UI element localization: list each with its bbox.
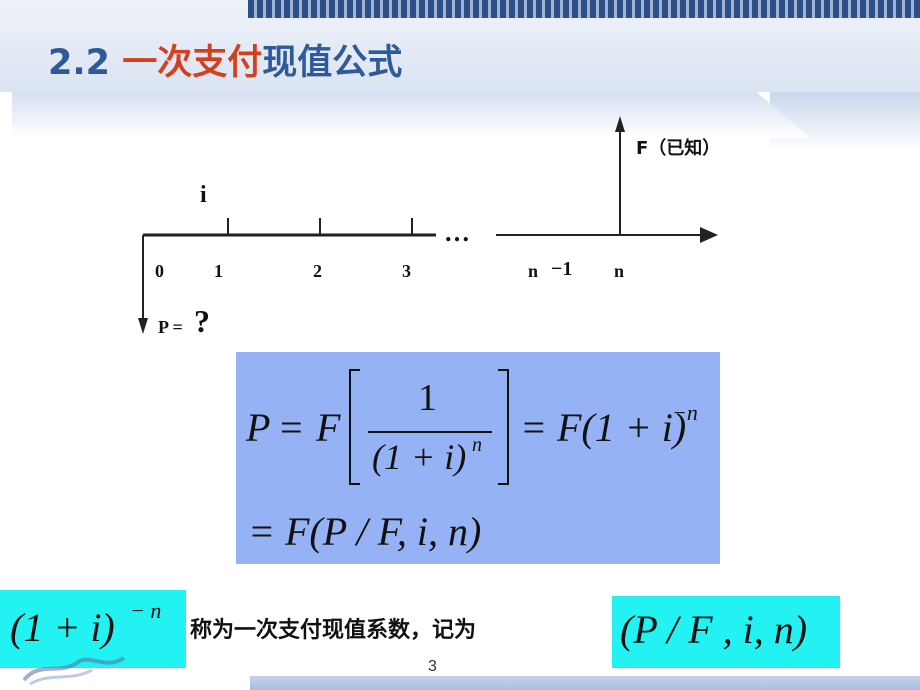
slide-title: 2.2 一次支付现值公式 xyxy=(48,34,402,85)
footer-stripe xyxy=(250,676,920,690)
formula-numerator: 1 xyxy=(418,377,437,419)
formula-denominator: (1 + i) xyxy=(372,437,467,477)
formula-line2: = F(P / F, i, n) xyxy=(248,509,482,554)
factor-exponent: − n xyxy=(130,598,162,623)
tick-label-n-minus: n xyxy=(528,261,539,281)
rate-label: i xyxy=(200,182,207,208)
watermark-logo xyxy=(22,656,126,686)
formula-P: P xyxy=(246,405,271,450)
factor-notation-box: (P / F , i, n) xyxy=(612,596,840,668)
formula-box: P = F 1 (1 + i) n = F(1 + i) −n = F(P / … xyxy=(236,352,720,564)
factor-notation: (P / F , i, n) xyxy=(620,607,808,652)
title-red-part: 一次支付 xyxy=(122,43,263,83)
header-wedge xyxy=(12,92,812,138)
tick-label-n: n xyxy=(614,261,625,281)
formula-exp-n: n xyxy=(472,434,482,456)
tick-label-0: 0 xyxy=(155,261,164,281)
header-stripe xyxy=(248,0,920,18)
formula-exp-neg-n: −n xyxy=(672,400,698,425)
tick-label-minus-one: −1 xyxy=(551,258,573,280)
present-unknown-mark: ? xyxy=(194,303,210,339)
page-number: 3 xyxy=(428,658,437,675)
future-arrowhead xyxy=(615,116,625,132)
formula-brackets xyxy=(349,369,509,485)
formula-rhs: = F(1 + i) xyxy=(520,405,687,450)
tick-label-3: 3 xyxy=(402,261,411,281)
present-arrowhead xyxy=(138,318,148,334)
formula-eq: = xyxy=(280,405,303,450)
header-shade xyxy=(770,92,920,152)
title-number: 2.2 xyxy=(48,43,123,83)
factor-description: 称为一次支付现值系数，记为 xyxy=(190,618,477,643)
factor-expression: (1 + i) xyxy=(10,605,115,650)
ellipsis: … xyxy=(444,218,470,247)
tick-label-2: 2 xyxy=(313,261,322,281)
formula-F: F xyxy=(316,405,341,450)
factor-expression-box: (1 + i) − n xyxy=(0,590,186,668)
tick-label-1: 1 xyxy=(214,261,223,281)
title-blue-part: 现值公式 xyxy=(262,43,403,83)
present-label: P = xyxy=(158,317,183,337)
future-label: F（已知） xyxy=(636,138,721,159)
